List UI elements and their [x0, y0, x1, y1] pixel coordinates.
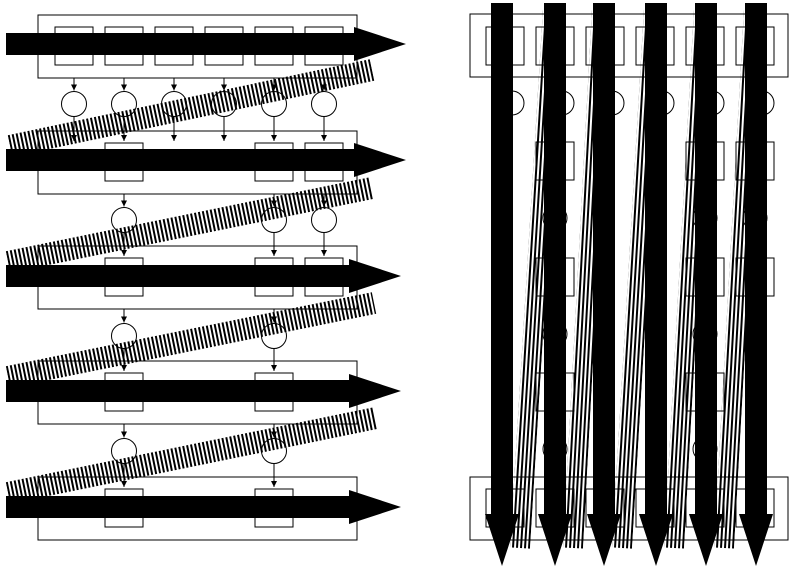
left-panel-row-traversal: [5, 14, 406, 541]
hatched-band-1: [5, 177, 375, 273]
hatched-return-arrow-1: [5, 177, 375, 273]
hatched-return-arrow-3: [5, 407, 379, 504]
solid-column-arrow-3: [639, 3, 673, 566]
hatched-return-arrow-2: [5, 292, 377, 388]
solid-row-arrow-0: [6, 27, 406, 61]
node-circle-0-5: [311, 91, 337, 117]
solid-column-arrow-0: [485, 3, 519, 566]
solid-row-arrow-3: [6, 374, 401, 408]
solid-row-arrow-1: [6, 143, 406, 177]
right-panel-column-traversal: [469, 3, 789, 566]
solid-row-arrow-2: [6, 259, 401, 293]
node-circle-1-5: [311, 207, 337, 233]
hatched-band-3: [5, 407, 379, 504]
top-frame: [469, 13, 789, 78]
hatched-return-arrow-0: [7, 59, 375, 157]
hatched-band-2: [5, 292, 377, 388]
solid-column-arrow-2: [587, 3, 621, 566]
solid-column-arrow-5: [739, 3, 773, 566]
solid-row-arrow-4: [6, 490, 401, 524]
solid-column-arrow-1: [538, 3, 572, 566]
hatched-band-0: [7, 59, 375, 157]
solid-column-arrow-4: [689, 3, 723, 566]
node-circle-0-0: [61, 91, 87, 117]
